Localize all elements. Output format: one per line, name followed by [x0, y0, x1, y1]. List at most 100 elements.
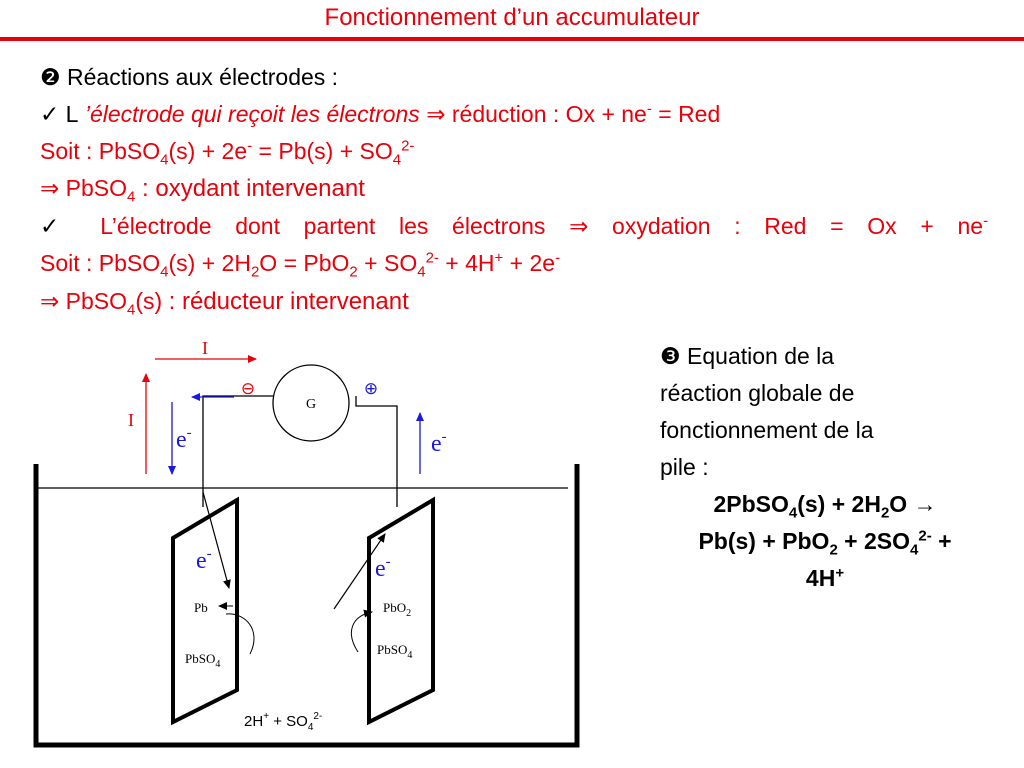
electron-label-left: e-	[176, 425, 192, 453]
eq2-sup1: 2-	[918, 527, 932, 545]
eq1-sub2: 2	[880, 504, 890, 522]
soit1-c: = Pb(s) + SO	[252, 138, 393, 164]
implies-icon: ⇒	[426, 101, 446, 127]
electron-label-plate-right: e-	[375, 554, 391, 582]
implies-icon: ⇒	[569, 213, 589, 239]
oxidant-a: PbSO	[59, 175, 128, 201]
soit2-sub4: 4	[417, 263, 426, 281]
pbso4-left: PbSO	[185, 651, 215, 666]
current-label-top: I	[202, 338, 208, 358]
eq2-sub2: 4	[910, 541, 919, 559]
wire-left	[202, 395, 274, 507]
section3-text: ❸ Equation de la réaction globale de fon…	[660, 338, 980, 486]
bullet-two-icon: ❷	[40, 64, 61, 90]
galvanometer-label: G	[306, 397, 316, 412]
anode-w3: partent	[303, 213, 376, 239]
eq3-a: 4H	[805, 565, 836, 591]
eq1-b: (s) + 2H	[797, 491, 881, 517]
soit2-sup3: -	[555, 249, 561, 267]
anode-w4: les	[398, 213, 429, 239]
reducer-sub: 4	[127, 301, 136, 319]
implies-icon: ⇒	[40, 288, 60, 314]
soit2-d: + SO	[357, 250, 418, 276]
bullet-three-icon: ❸	[660, 343, 681, 369]
anode-w2: dont	[235, 213, 280, 239]
section3-line1: Equation de la	[680, 343, 835, 369]
electron-path-right-arrow	[333, 533, 386, 610]
soit2-sup2: +	[494, 249, 504, 267]
pbo2-label: PbO2	[383, 600, 411, 619]
global-equation: 2PbSO4(s) + 2H2O → Pb(s) + PbO2 + 2SO42-…	[650, 486, 1000, 597]
reducer-b: (s)	[135, 288, 169, 314]
pbso4-right: PbSO	[377, 642, 407, 657]
eq2-b: + 2SO	[837, 528, 911, 554]
right-arrow-icon: →	[913, 491, 937, 517]
reducer-c: : réducteur intervenant	[168, 288, 409, 315]
galvanometer-icon	[272, 364, 350, 442]
pb-label: Pb	[194, 600, 208, 615]
minus-terminal-icon: ⊖	[241, 379, 255, 398]
soit1-a: Soit : PbSO	[40, 138, 161, 164]
reduction-sup: -	[646, 100, 652, 118]
implies-icon: ⇒	[40, 175, 60, 201]
soit2-sub3: 2	[349, 263, 358, 281]
pbso4-left-sub: 4	[215, 659, 220, 670]
wire-right	[355, 396, 398, 507]
anode-w13: ne	[957, 213, 984, 239]
e-plate-left-sup: -	[207, 546, 212, 562]
anode-sup: -	[983, 212, 989, 230]
soit1-sup2: 2-	[401, 137, 415, 155]
cathode-text: ’électrode qui reçoit les électrons	[78, 101, 420, 127]
electron-path-left-arrow	[202, 491, 231, 589]
soit2-a: Soit : PbSO	[40, 250, 161, 276]
pbo2-reaction-curve	[350, 609, 373, 653]
soit2-sup1: 2-	[425, 249, 439, 267]
soit2-sub1: 4	[160, 263, 169, 281]
pb-reaction-curve	[225, 613, 255, 655]
heading-text: Réactions aux électrodes :	[67, 64, 339, 90]
oxidant-line: ⇒ PbSO4 : oxydant intervenant	[40, 175, 365, 206]
anode-w8: :	[734, 213, 741, 239]
eq2-a: Pb(s) + PbO	[698, 528, 830, 554]
ions-sup2: 2-	[313, 711, 322, 722]
ions-a: 2H	[244, 713, 263, 730]
pbso4-left-label: PbSO4	[185, 651, 220, 670]
ions-sup1: +	[263, 711, 269, 722]
ions-b: + SO	[269, 713, 308, 730]
section3-line4: pile :	[660, 454, 709, 480]
eq1-a: 2PbSO	[713, 491, 789, 517]
electron-label-right: e-	[431, 429, 447, 457]
pbo2-plate-right	[367, 496, 435, 726]
anode-w12: +	[920, 213, 934, 239]
current-label-left: I	[128, 410, 134, 430]
title-underline	[0, 37, 1024, 41]
check-icon: ✓	[40, 101, 60, 127]
soit1-sub1: 4	[160, 151, 169, 169]
plus-terminal-icon: ⊕	[364, 379, 378, 398]
e-plate-left: e	[196, 548, 207, 574]
soit2-sub2: 2	[250, 263, 260, 281]
electrolyte-ions-label: 2H+ + SO42-	[244, 711, 322, 733]
electrolyte-tank	[33, 464, 580, 748]
soit1-line: Soit : PbSO4(s) + 2e- = Pb(s) + SO42-	[40, 137, 415, 168]
e-right-sup: -	[442, 429, 447, 445]
section3-line2: réaction globale de	[660, 380, 855, 406]
soit2-f: + 2e	[503, 250, 556, 276]
l-letter: L	[65, 101, 79, 127]
e-left-sup: -	[187, 425, 192, 441]
check-icon: ✓	[40, 213, 77, 239]
oxidant-sub: 4	[127, 188, 136, 206]
reducer-a: PbSO	[59, 288, 128, 314]
soit2-line: Soit : PbSO4(s) + 2H2O = PbO2 + SO42- + …	[40, 249, 561, 280]
e-plate-right-sup: -	[386, 554, 391, 570]
pbo2: PbO	[383, 600, 406, 615]
pbso4-right-sub: 4	[407, 650, 412, 661]
section2-heading: ❷ Réactions aux électrodes :	[40, 64, 338, 91]
anode-w7: oxydation	[612, 213, 711, 239]
eq2-sub1: 2	[829, 541, 838, 559]
soit2-c: O = PbO	[259, 250, 350, 276]
reduction-text: réduction : Ox + ne	[451, 101, 647, 127]
electron-label-plate-left: e-	[196, 546, 212, 574]
soit1-sub2: 4	[392, 151, 402, 169]
